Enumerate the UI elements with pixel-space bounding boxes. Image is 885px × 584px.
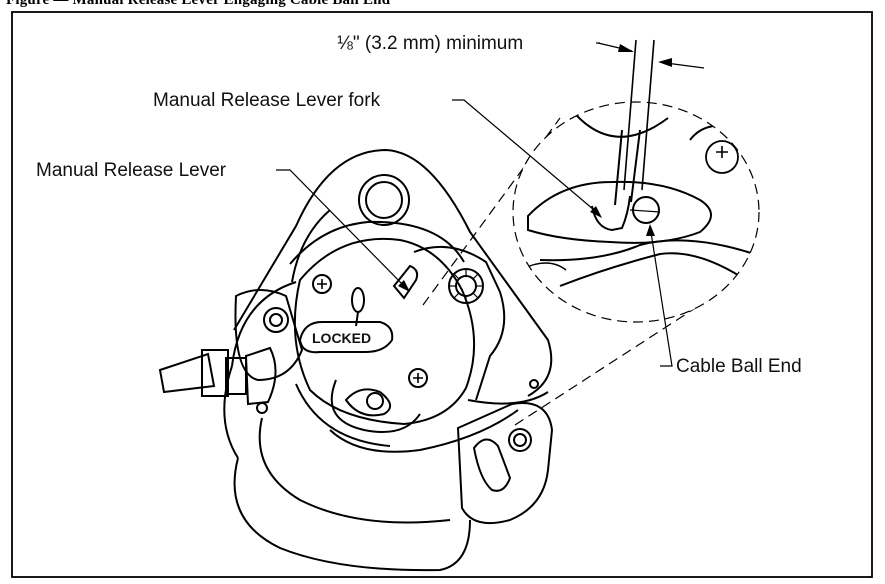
ball-end-label: Cable Ball End — [676, 356, 802, 377]
fork-arm-right — [630, 129, 641, 203]
fork-arm-left — [614, 129, 623, 206]
leader-lines — [276, 42, 673, 367]
figure-caption: Figure — Manual Release Lever Engaging C… — [6, 0, 391, 8]
extension-line-right — [641, 39, 655, 191]
screw-crosses — [317, 279, 423, 383]
inset-tangent-bottom — [514, 304, 701, 426]
locked-tag-text: LOCKED — [312, 330, 371, 346]
hitch-assembly — [158, 148, 554, 572]
gear-nut — [449, 269, 483, 303]
figure-border — [11, 11, 873, 578]
extension-line-left — [623, 39, 637, 191]
detail-inset — [422, 101, 760, 426]
inset-screw — [705, 140, 739, 174]
clearance-dimension — [597, 39, 705, 191]
figure-caption-strip: Figure — Manual Release Lever Engaging C… — [0, 0, 885, 10]
fork-label: Manual Release Lever fork — [153, 90, 381, 111]
leader-arrowheads — [398, 206, 655, 292]
clearance-label: ⅛" (3.2 mm) minimum — [337, 33, 523, 54]
lever-label: Manual Release Lever — [36, 160, 227, 181]
